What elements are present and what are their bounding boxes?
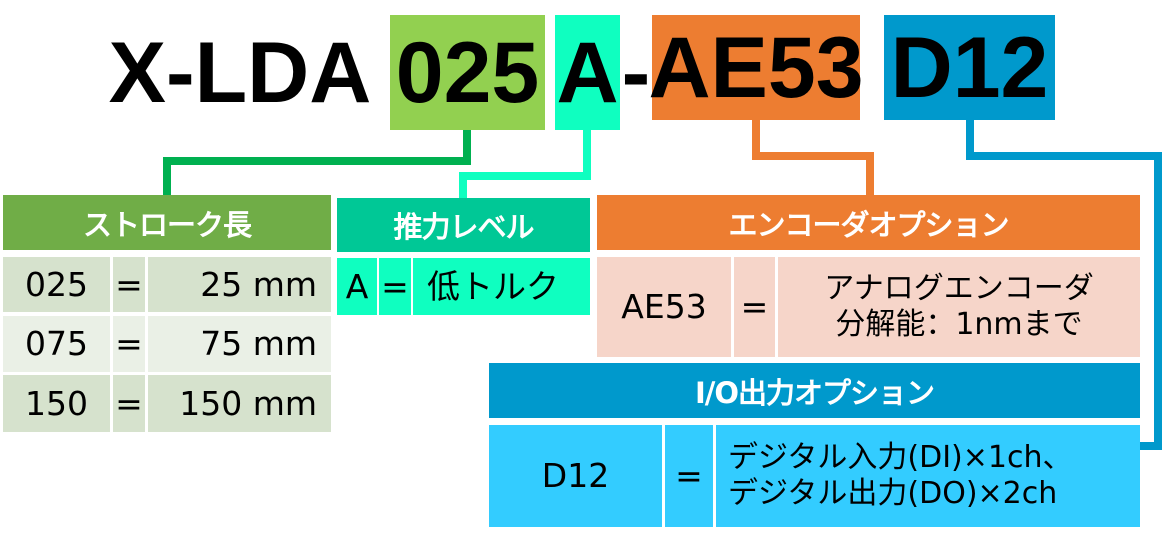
row-value: 低トルク [413, 258, 590, 315]
row-value: デジタル入力(DI)×1ch、 デジタル出力(DO)×2ch [716, 425, 1140, 527]
io-code-box: D12 [884, 15, 1055, 120]
encoder-table-header: エンコーダオプション [597, 195, 1140, 250]
row-code: AE53 [597, 257, 731, 357]
stroke-code-box: 025 [390, 15, 545, 130]
thrust-table-header: 推力レベル [337, 198, 590, 252]
row-code: 025 [3, 257, 110, 312]
value-line: 分解能：1nmまで [835, 307, 1083, 342]
row-value: 25 mm [148, 257, 331, 312]
thrust-code-box: A [555, 15, 620, 130]
model-dash: - [621, 24, 651, 121]
row-value: 150 mm [148, 375, 331, 432]
encoder-code-box: AE53 [648, 15, 864, 120]
value-line: デジタル入力(DI)×1ch、 [728, 440, 1073, 475]
row-code: D12 [489, 425, 662, 527]
stroke-table-header: ストローク長 [3, 195, 331, 250]
row-code: A [337, 258, 377, 315]
value-line: アナログエンコーダ [824, 271, 1094, 306]
row-value: アナログエンコーダ 分解能：1nmまで [778, 257, 1140, 357]
row-equals: = [113, 257, 145, 312]
model-prefix: X-LDA [108, 24, 372, 121]
row-equals: = [113, 316, 145, 372]
row-value: 75 mm [148, 316, 331, 372]
row-code: 075 [3, 316, 110, 372]
row-equals: = [379, 258, 411, 315]
row-equals: = [665, 425, 713, 527]
row-code: 150 [3, 375, 110, 432]
io-table-header: I/O出力オプション [489, 363, 1140, 418]
value-line: デジタル出力(DO)×2ch [728, 476, 1058, 511]
row-equals: = [734, 257, 775, 357]
row-equals: = [113, 375, 145, 432]
